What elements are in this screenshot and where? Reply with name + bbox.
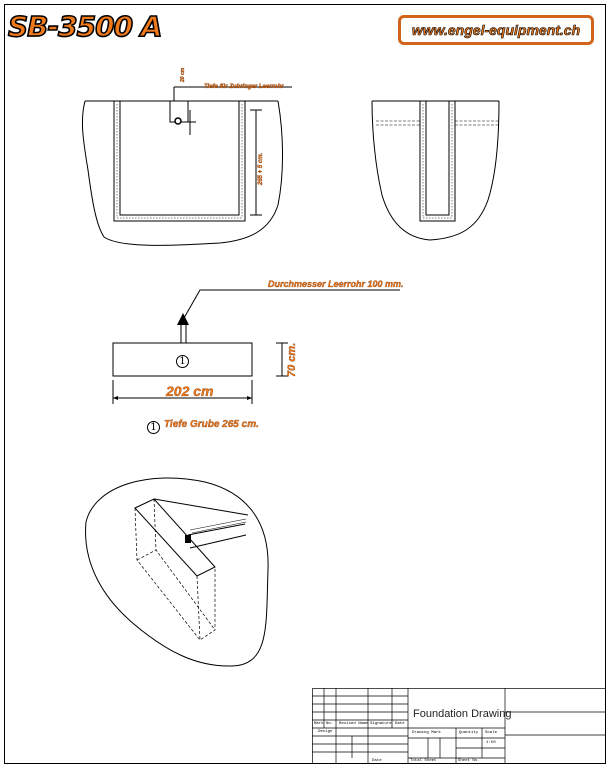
website-url[interactable]: www.engel-equipment.ch bbox=[411, 22, 581, 39]
length-dimension: 202 cm bbox=[166, 383, 214, 399]
tb-revised-name: Revised Name bbox=[339, 722, 368, 726]
tb-signature: Signature bbox=[370, 722, 392, 726]
pipe-depth-label: Tiefe für Zubringer Leerrohr bbox=[204, 84, 284, 90]
side-soil-outline bbox=[371, 100, 500, 241]
tb-mark: Mark bbox=[314, 722, 324, 726]
section-soil-outline bbox=[81, 100, 284, 246]
website-badge[interactable]: www.engel-equipment.ch bbox=[398, 15, 594, 45]
tb-date: Date bbox=[372, 759, 382, 763]
note-marker: 1 bbox=[147, 421, 160, 434]
pipe-entry-marker bbox=[185, 535, 191, 543]
tb-total-sheet: Total Sheet bbox=[410, 759, 437, 763]
iso-pit-opening bbox=[134, 498, 216, 577]
side-pit-wall bbox=[419, 101, 456, 222]
title-block: Foundation Drawing Mark No. Revised Name… bbox=[312, 688, 606, 764]
pipe-diameter-label: Durchmesser Leerrohr 100 mm. bbox=[268, 279, 404, 289]
plan-pit-outline bbox=[112, 342, 253, 377]
tb-scale-value: 1:50 bbox=[486, 741, 496, 745]
drawing-title: Foundation Drawing bbox=[413, 708, 512, 720]
tb-sheet-no: Sheet No. bbox=[458, 759, 480, 763]
section-pit-inner-wall bbox=[119, 101, 240, 216]
model-name: SB-3500 A bbox=[7, 9, 163, 44]
pipe-arrow-icon bbox=[177, 313, 189, 325]
tb-design: Design bbox=[318, 730, 333, 734]
pit-depth-note: Tiefe Grube 265 cm. bbox=[164, 419, 259, 430]
section-pit-wall bbox=[113, 101, 246, 222]
tb-drawing-mark: Drawing Mark bbox=[412, 731, 441, 735]
drawing-frame bbox=[4, 4, 606, 764]
iso-soil-outline bbox=[85, 477, 269, 667]
tb-quantity: Quantity bbox=[459, 731, 479, 735]
plan-marker: 1 bbox=[176, 355, 189, 368]
pipe-entry-icon bbox=[174, 117, 182, 125]
title-block-grid bbox=[312, 688, 606, 764]
tb-scale: Scale bbox=[485, 731, 498, 735]
tb-no: No. bbox=[326, 722, 334, 726]
tb-date-head: Date bbox=[395, 722, 405, 726]
